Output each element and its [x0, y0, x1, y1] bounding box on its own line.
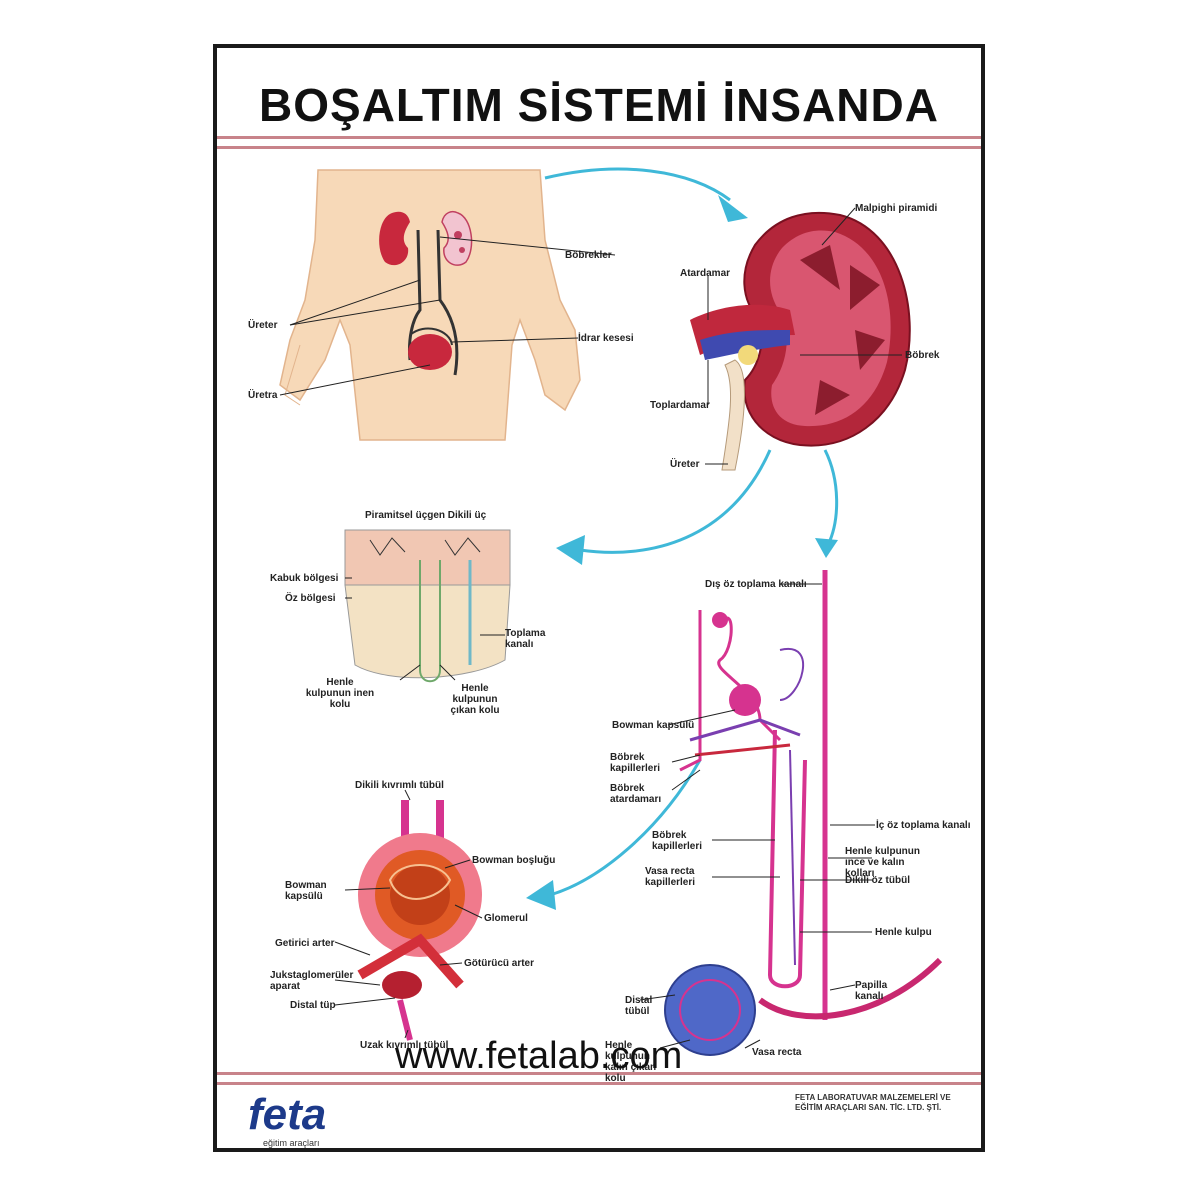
label-papilla: Papilla kanalı	[855, 980, 888, 1002]
body-leader-lines	[279, 236, 616, 396]
label-inner-collecting: İç öz toplama kanalı	[876, 820, 971, 831]
label-glomerulus: Glomerul	[484, 913, 528, 924]
label-capillaries: Böbrek kapillerleri	[652, 830, 703, 852]
title-rule-bottom	[217, 146, 981, 149]
label-proximal-top: Dikili kıvrımlı tübül	[355, 780, 444, 791]
label-efferent-arteriole: Götürücü arter	[464, 958, 535, 969]
label-renal-pelvis: Böbrek	[905, 350, 940, 361]
label-vasa-recta-capillaries: Vasa recta kapillerleri	[645, 866, 696, 888]
tubule-cross-section	[664, 964, 756, 1056]
title-rule-top	[217, 136, 981, 139]
label-afferent-arteriole: Getirici arter	[275, 938, 335, 949]
kidney-large	[690, 211, 911, 471]
glomerulus-closeup	[357, 800, 482, 1041]
nephron-leader-lines	[639, 583, 875, 1049]
label-urethra: Üretra	[248, 390, 278, 401]
section-leader-lines	[345, 577, 505, 681]
label-vasa: Vasa recta	[752, 1047, 802, 1058]
label-bowman-space: Bowman boşluğu	[472, 855, 556, 866]
logo-tagline: eğitim araçları	[263, 1138, 320, 1148]
label-henle-loop: Henle kulpu	[875, 927, 932, 938]
kidney-section	[344, 529, 511, 683]
nephron	[679, 570, 943, 1020]
label-juxtaglomerular: Jukstaglomerüler aparat	[270, 970, 354, 992]
label-renal-artery: Atardamar	[680, 268, 731, 279]
label-ureters: Üreter	[248, 320, 278, 331]
publisher-info: FETA LABORATUVAR MALZEMELERİ VE EĞİTİM A…	[795, 1093, 951, 1113]
label-proximal-bottom: Uzak kıvrımlı tübül	[360, 1040, 449, 1051]
label-kidney-ureter: Üreter	[670, 459, 700, 470]
label-bladder: İdrar kesesi	[578, 333, 634, 344]
cross-section-inner	[679, 979, 741, 1041]
label-medulla: Öz bölgesi	[285, 593, 336, 604]
arrow-heads	[526, 195, 838, 910]
label-kidneys: Böbrekler	[565, 250, 612, 261]
publisher-line-2: EĞİTİM ARAÇLARI SAN. TİC. LTD. ŞTİ.	[795, 1103, 942, 1112]
label-henle-thick-asc: Henle kulpunun kalın çıkan kolu	[605, 1040, 657, 1084]
label-distal-tubule: Distal tübül	[625, 995, 653, 1017]
label-henle-descending: Henle kulpunun inen kolu	[305, 677, 375, 710]
label-outer-collecting: Dış öz toplama kanalı	[705, 579, 807, 590]
bladder-shape	[408, 334, 452, 370]
kidney-leader-lines	[705, 207, 902, 465]
label-henle-thin-thick: Henle kulpunun ince ve kalın kolları	[845, 846, 920, 879]
flow-arrows	[544, 167, 839, 897]
label-renal-vein: Toplardamar	[650, 400, 710, 411]
label-section-header: Piramitsel üçgen Dikili üç	[365, 510, 487, 521]
label-bowman-capsule: Bowman kapsülü	[285, 880, 327, 902]
label-collecting-duct: Toplama kanalı	[505, 628, 546, 650]
label-nephron-afferent: Böbrek atardamarı	[610, 783, 662, 805]
feta-logo: feta eğitim araçları	[248, 1090, 327, 1148]
label-cortex: Kabuk bölgesi	[270, 573, 339, 584]
poster-title: BOŞALTIM SİSTEMİ İNSANDA	[259, 79, 939, 131]
glomerulus-leader-lines	[334, 789, 483, 1039]
label-macula: Distal tüp	[290, 1000, 336, 1011]
label-nephron-efferent: Böbrek kapillerleri	[610, 752, 661, 774]
logo-wordmark: feta	[248, 1090, 327, 1139]
website-url: www.fetalab.com	[395, 1035, 683, 1077]
footer-rule-bottom	[217, 1082, 981, 1085]
label-malpighi-pyramid: Malpighi piramidi	[855, 203, 938, 214]
kidneys-small	[379, 210, 473, 266]
human-torso	[279, 169, 581, 441]
label-distal-straight: Dikili öz tübül	[845, 875, 910, 886]
footer-rule-top	[217, 1072, 981, 1075]
glomerulus-small	[729, 684, 761, 716]
label-nephron-bowman: Bowman kapsülü	[612, 720, 695, 731]
label-henle-ascending: Henle kulpunun çıkan kolu	[450, 683, 500, 716]
publisher-line-1: FETA LABORATUVAR MALZEMELERİ VE	[795, 1093, 951, 1102]
tubule-top	[712, 612, 728, 628]
